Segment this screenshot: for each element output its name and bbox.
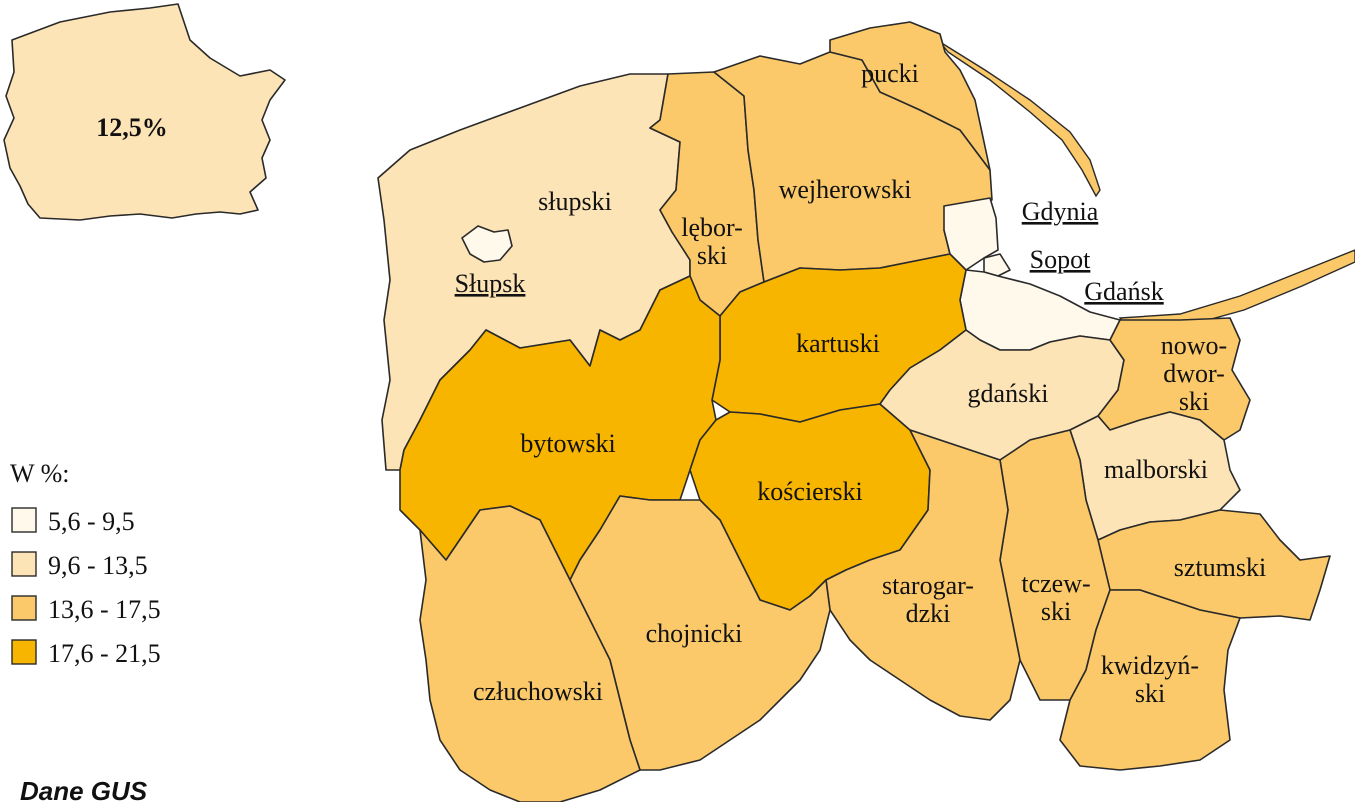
- district-label: Słupsk: [455, 269, 526, 298]
- district-label: kościerski: [757, 477, 862, 506]
- legend-label: 5,6 - 9,5: [48, 507, 135, 536]
- hel-peninsula: [939, 41, 1101, 198]
- districts: [377, 21, 1331, 802]
- inset-value: 12,5%: [96, 113, 168, 142]
- district-label: pucki: [861, 59, 919, 88]
- legend-label: 13,6 - 17,5: [48, 595, 161, 624]
- district-label: gdański: [968, 379, 1049, 408]
- district-label: malborski: [1104, 455, 1208, 484]
- district-label: wejherowski: [779, 175, 912, 204]
- district-label: starogar-dzki: [882, 571, 974, 628]
- district-kwidzynski[interactable]: [1059, 589, 1241, 771]
- district-starogardzki[interactable]: [825, 429, 1021, 721]
- district-czluchowski[interactable]: [419, 505, 641, 802]
- district-label: chojnicki: [646, 619, 743, 648]
- legend-title: W %:: [10, 459, 69, 488]
- district-label: tczew-ski: [1021, 569, 1090, 626]
- district-labels: słupski lębor-ski wejherowski puckiGdyniaSo…: [455, 59, 1267, 708]
- inset-map: 12,5%: [3, 3, 286, 221]
- legend-label: 17,6 - 21,5: [48, 639, 161, 668]
- legend-swatch: [11, 639, 37, 665]
- legend-swatch: [11, 595, 37, 621]
- legend-swatch: [11, 507, 37, 533]
- district-label: kwidzyń-ski: [1101, 651, 1199, 708]
- source-note: Dane GUS: [20, 776, 148, 802]
- district-label: Gdynia: [1022, 197, 1099, 226]
- district-pucki[interactable]: [829, 21, 991, 171]
- district-slupsk-city[interactable]: [461, 225, 513, 263]
- district-label: Sopot: [1030, 245, 1091, 274]
- district-label: nowo-dwor-ski: [1161, 331, 1227, 416]
- district-label: sztumski: [1174, 553, 1266, 582]
- district-label: Gdańsk: [1084, 277, 1163, 306]
- legend-swatch: [11, 551, 37, 577]
- district-label: lębor-ski: [681, 213, 743, 270]
- district-label: człuchowski: [473, 677, 603, 706]
- district-label: słupski: [538, 187, 612, 216]
- legend-label: 9,6 - 13,5: [48, 551, 148, 580]
- district-label: bytowski: [520, 429, 615, 458]
- legend: W %: 5,6 - 9,5 9,6 - 13,5 13,6 - 17,5 17,6 …: [10, 459, 161, 668]
- inset-region: [3, 3, 286, 221]
- district-sopot[interactable]: [983, 253, 1011, 277]
- district-label: kartuski: [796, 329, 880, 358]
